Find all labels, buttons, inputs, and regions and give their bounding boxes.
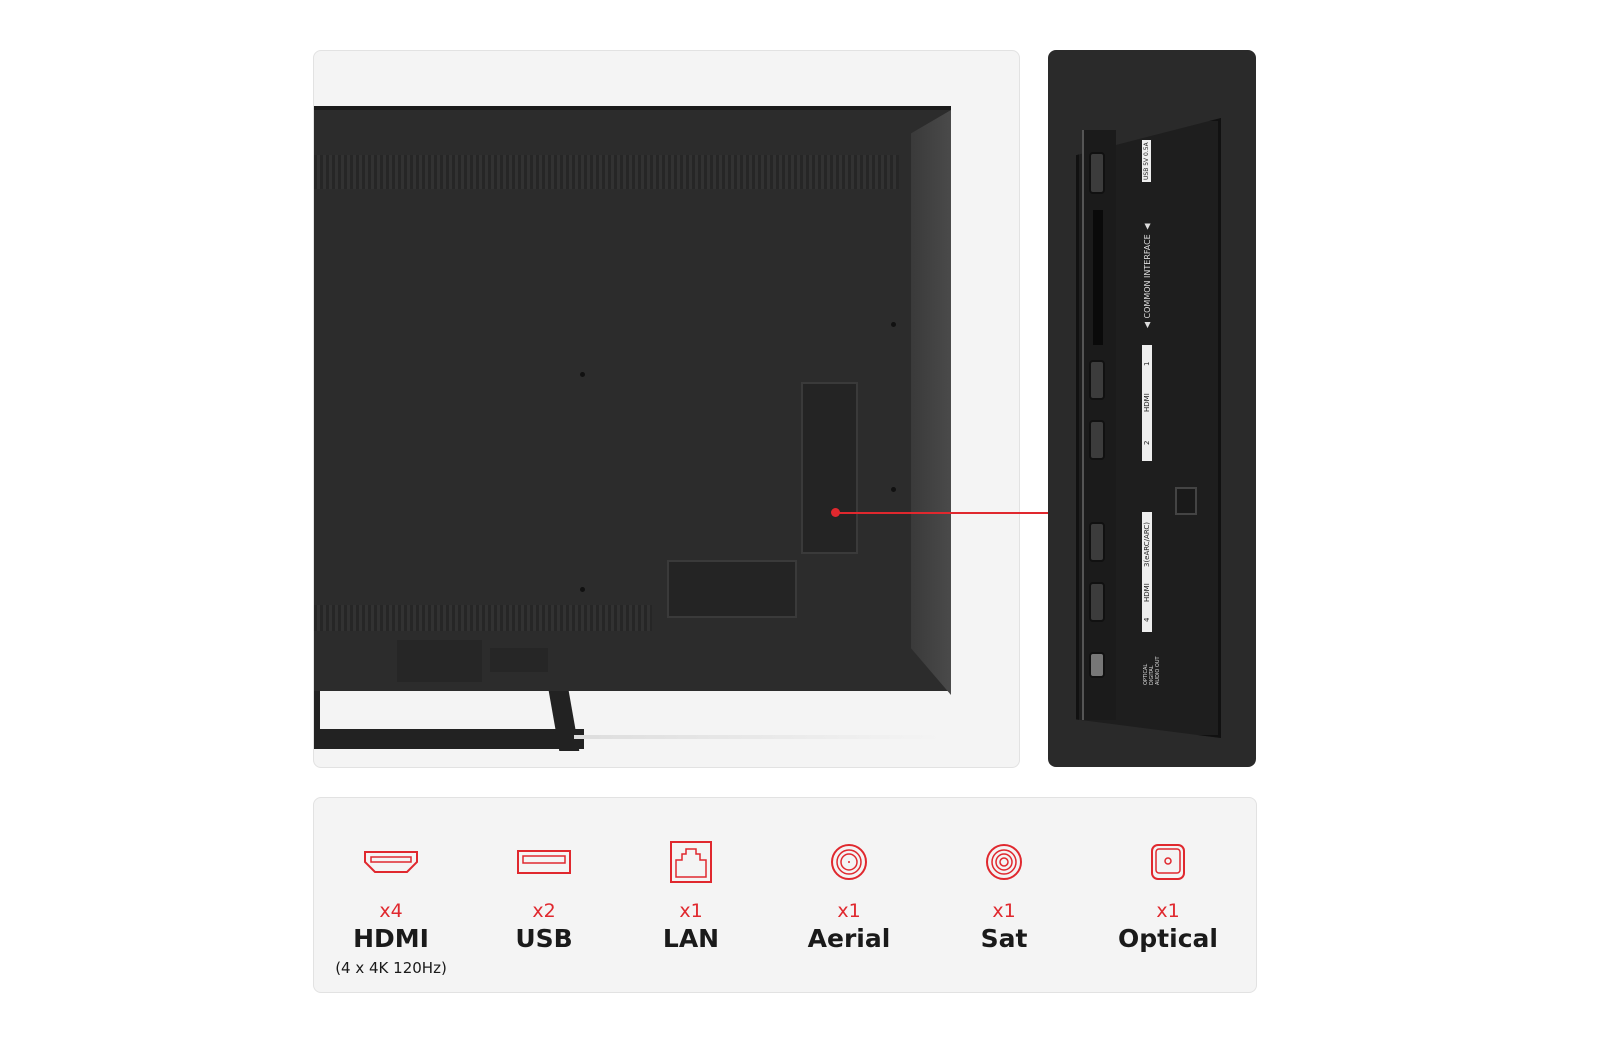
speaker-grille	[397, 640, 482, 682]
bottom-vent	[314, 605, 652, 631]
connection-usb: x2 USB	[464, 838, 624, 953]
lan-count: x1	[679, 900, 703, 922]
tv-rear-view	[313, 50, 1020, 768]
hdmi-1-label: 1	[1143, 361, 1151, 366]
sat-count: x1	[992, 900, 1016, 922]
optical-count: x1	[1156, 900, 1180, 922]
ci-slot	[1093, 210, 1103, 345]
aerial-label: Aerial	[807, 924, 891, 953]
usb-port	[1089, 152, 1105, 194]
tv-stand	[314, 691, 584, 749]
hdmi-4-label: 4	[1143, 617, 1151, 623]
hdmi-group-label: HDMI	[1143, 393, 1151, 413]
screw	[580, 372, 585, 377]
floor-shadow	[574, 735, 944, 739]
optical-icon	[1088, 838, 1248, 886]
connection-lan: x1 LAN	[611, 838, 771, 953]
optical-label: Optical	[1118, 924, 1218, 953]
aerial-icon	[769, 838, 929, 886]
screw	[580, 587, 585, 592]
hdmi-3-4-label: 4 HDMI 3(eARC/ARC)	[1142, 512, 1152, 632]
tv-back-panel	[314, 106, 951, 695]
aerial-count: x1	[837, 900, 861, 922]
hdmi-group-label: HDMI	[1143, 582, 1151, 602]
connection-optical: x1 Optical	[1088, 838, 1248, 953]
label-area	[490, 648, 548, 672]
aerial-socket	[1175, 487, 1197, 515]
ci-label: ▲ COMMON INTERFACE ▲	[1143, 222, 1152, 330]
hdmi-3-label: 3(eARC/ARC)	[1143, 522, 1151, 567]
lan-label: LAN	[662, 924, 720, 953]
bottom-port-panel	[667, 560, 797, 618]
hdmi-port-1	[1089, 360, 1105, 400]
hdmi-port-2	[1089, 420, 1105, 460]
hdmi-2-label: 2	[1143, 440, 1151, 445]
hdmi-spec: (4 x 4K 120Hz)	[335, 959, 447, 977]
optical-port	[1089, 652, 1105, 678]
hdmi-label: HDMI	[353, 924, 429, 953]
connections-summary: x4 HDMI (4 x 4K 120Hz) x2 USB x1 LAN x1 …	[313, 797, 1257, 993]
usb-label: USB	[515, 924, 573, 953]
connection-sat: x1 Sat	[924, 838, 1084, 953]
usb-label: USB 5V 0.5A	[1142, 140, 1151, 182]
hdmi-icon	[311, 838, 471, 886]
hdmi-port-3	[1089, 522, 1105, 562]
screw	[891, 322, 896, 327]
screw	[891, 487, 896, 492]
top-vent	[314, 155, 899, 189]
hdmi-count: x4	[379, 900, 403, 922]
sat-label: Sat	[980, 924, 1028, 953]
usb-count: x2	[532, 900, 556, 922]
connection-hdmi: x4 HDMI (4 x 4K 120Hz)	[311, 838, 471, 977]
callout-line	[835, 512, 1048, 514]
lan-icon	[611, 838, 771, 886]
callout-dot	[831, 508, 840, 517]
sat-icon	[924, 838, 1084, 886]
optical-label: OPTICAL DIGITAL AUDIO OUT	[1143, 656, 1161, 685]
tv-frame-edge	[911, 110, 951, 695]
side-port-panel	[801, 382, 858, 554]
connection-aerial: x1 Aerial	[769, 838, 929, 953]
hdmi-1-2-label: 2 HDMI 1	[1142, 345, 1152, 461]
usb-icon	[464, 838, 624, 886]
hdmi-port-4	[1089, 582, 1105, 622]
